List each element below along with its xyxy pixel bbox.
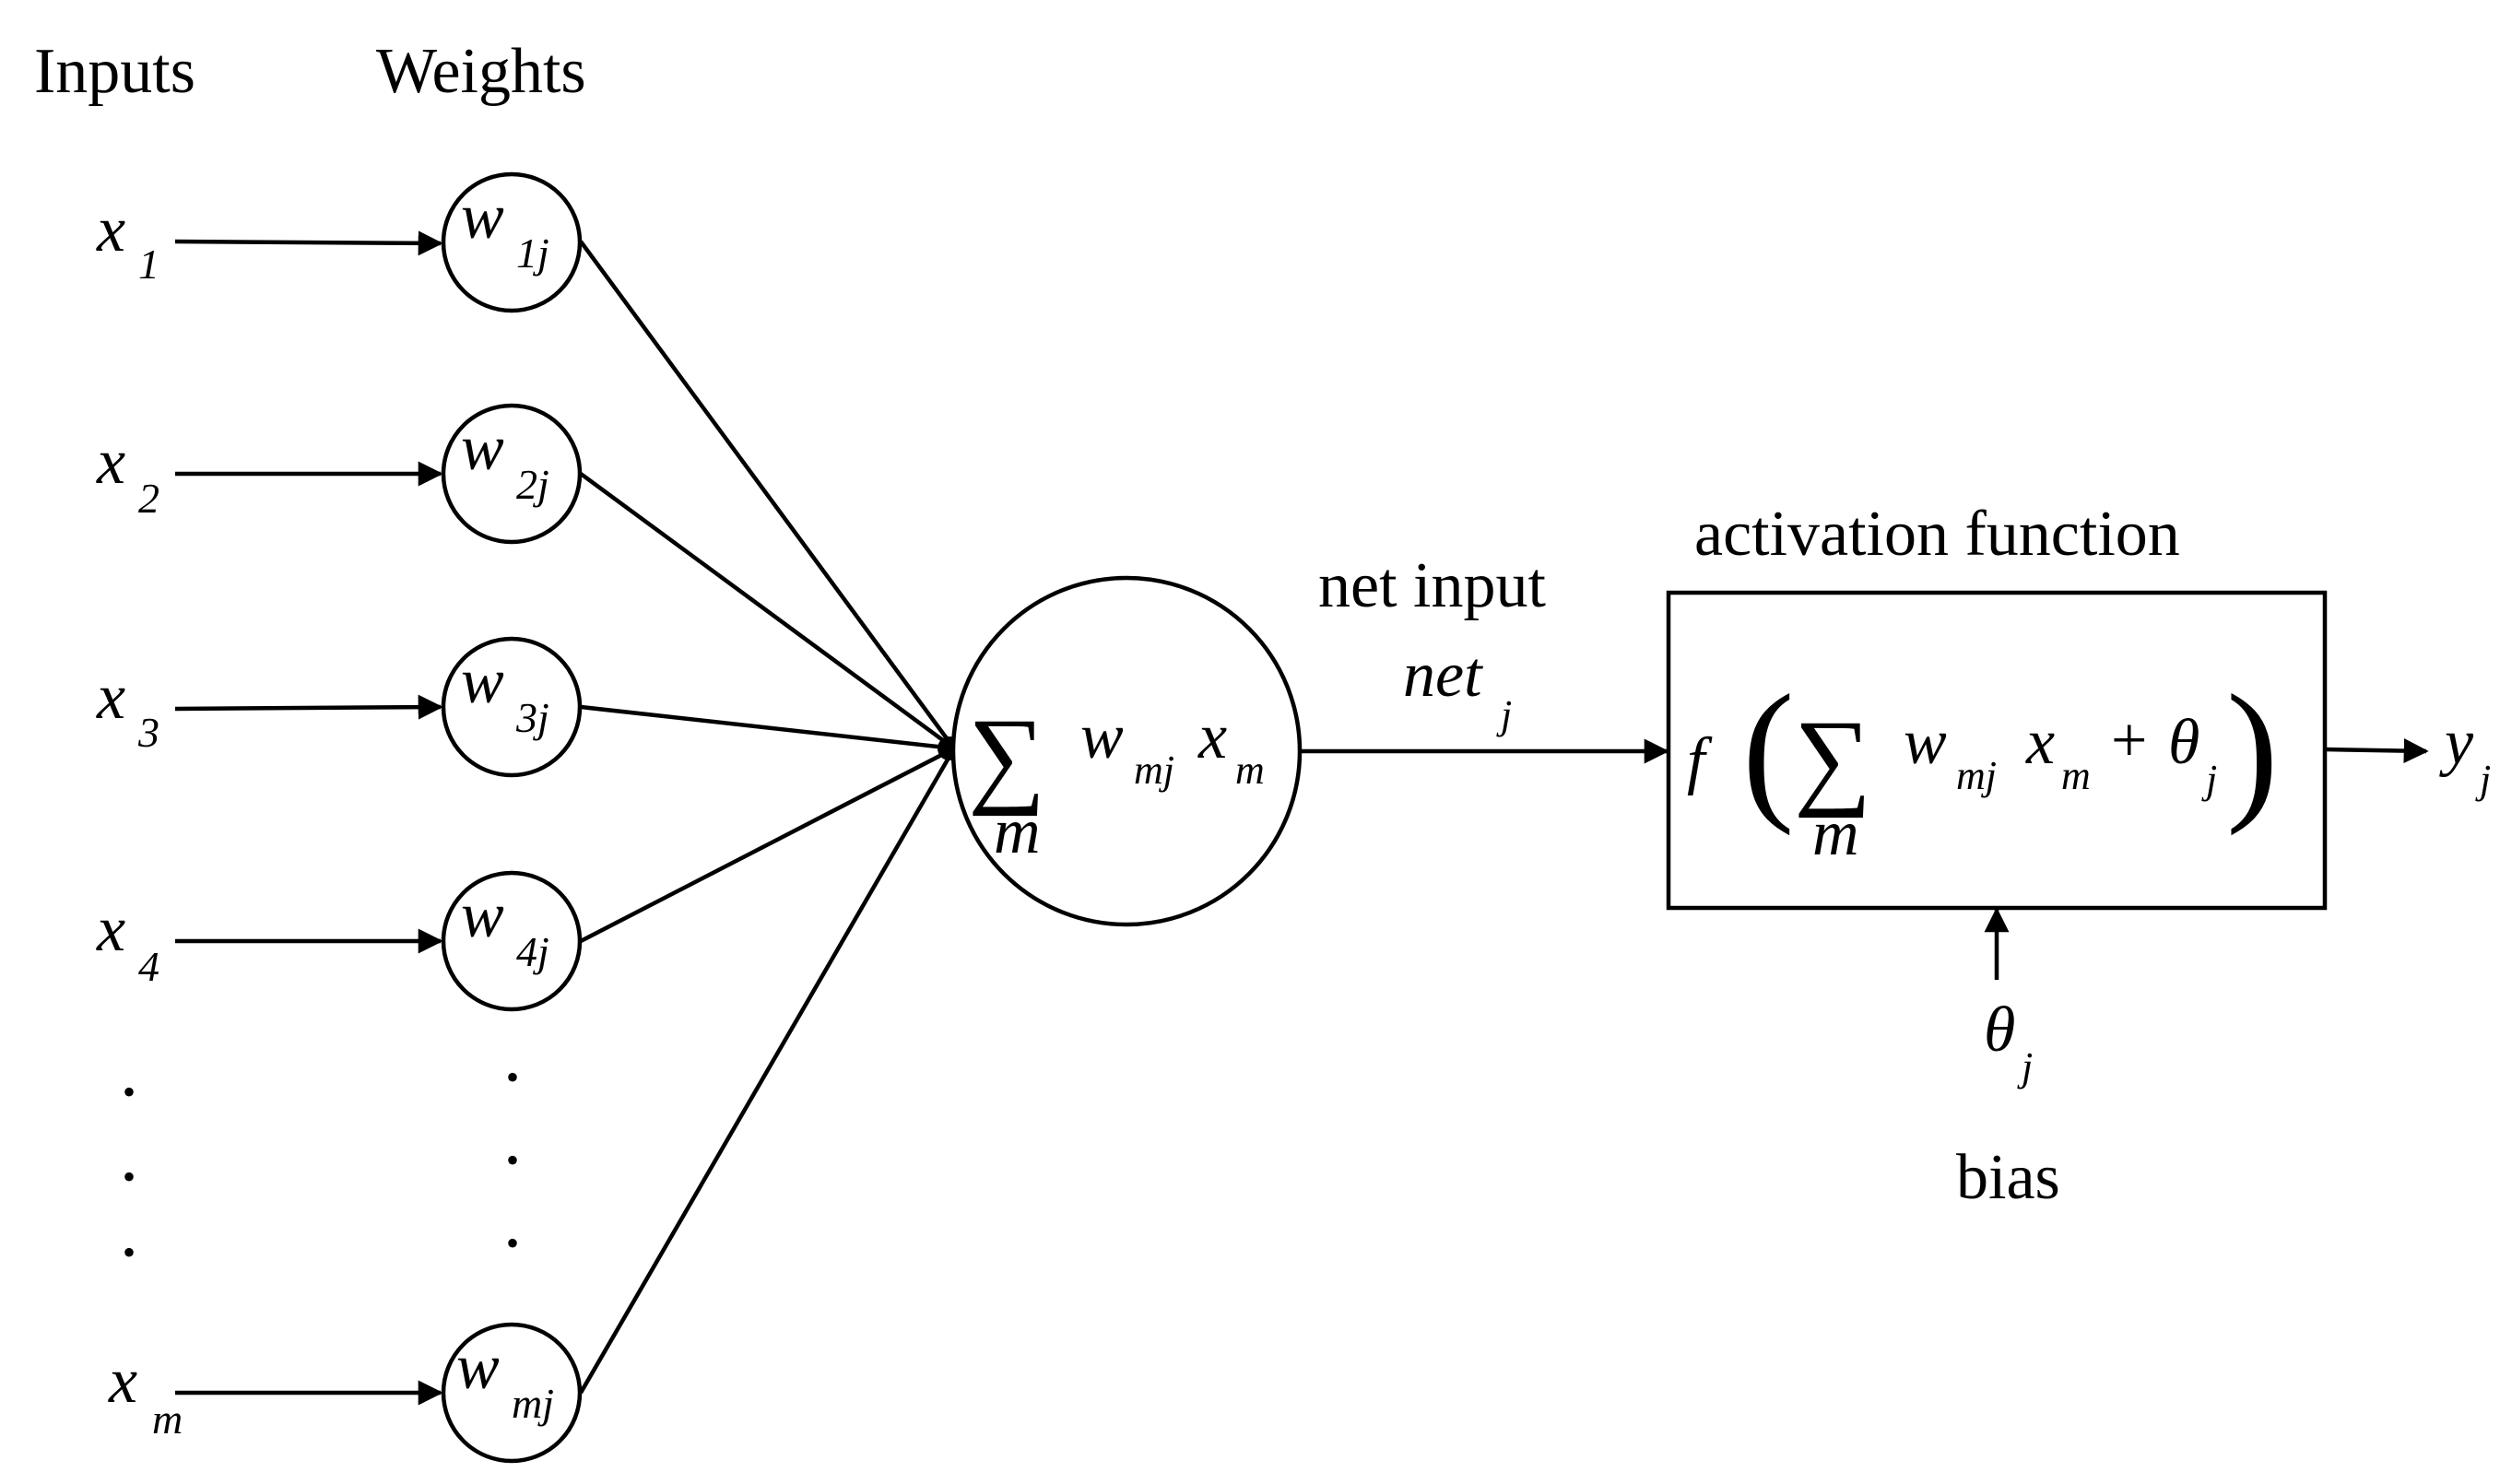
svg-text:y: y	[2439, 707, 2474, 778]
svg-text:): )	[2226, 663, 2279, 836]
svg-text:w: w	[1080, 701, 1124, 772]
svg-text:x: x	[2025, 707, 2055, 778]
svg-text:w: w	[1904, 707, 1947, 778]
bias-symbol: θ j	[1984, 995, 2033, 1089]
svg-text:j: j	[2201, 757, 2217, 802]
weight-line-3	[580, 704, 955, 751]
weight-line-2	[579, 472, 956, 750]
svg-text:2j: 2j	[516, 461, 549, 508]
input-arrow-1	[174, 230, 443, 256]
svg-text:j: j	[1496, 692, 1512, 737]
svg-text:θ: θ	[2168, 707, 2199, 778]
svg-text:x: x	[1197, 701, 1227, 772]
svg-text:w: w	[461, 182, 504, 253]
sum-sigma: ∑	[968, 696, 1045, 817]
svg-text:j: j	[2017, 1044, 2033, 1089]
weight-node-3j: w 3j	[441, 636, 583, 778]
svg-text:mj: mj	[512, 1380, 554, 1427]
weight-line-1	[579, 240, 956, 750]
weight-ellipsis-dot: •	[506, 1139, 519, 1181]
inputs-header: Inputs	[34, 36, 195, 107]
svg-text:θ: θ	[1984, 995, 2015, 1066]
svg-text:4j: 4j	[516, 928, 549, 975]
svg-text:w: w	[461, 646, 504, 717]
svg-text:3: 3	[137, 709, 159, 756]
weight-line-m	[579, 747, 956, 1395]
input-arrow-3	[174, 694, 443, 720]
activation-sigma: ∑	[1794, 698, 1871, 819]
input-xm: x m	[108, 1346, 183, 1443]
svg-text:mj: mj	[1134, 748, 1174, 793]
svg-text:x: x	[96, 894, 125, 965]
input-x3: x 3	[96, 662, 159, 756]
svg-text:m: m	[2061, 753, 2091, 798]
svg-text:net: net	[1403, 640, 1483, 711]
svg-text:mj: mj	[1956, 753, 1997, 798]
input-x1: x 1	[96, 194, 159, 288]
activation-formula: f ( ∑ m w mj x m + θ j )	[1687, 663, 2279, 869]
svg-text:w: w	[461, 880, 504, 951]
weight-node-4j: w 4j	[441, 870, 583, 1012]
output-yj: y j	[2439, 707, 2491, 802]
input-ellipsis-dot: •	[123, 1231, 136, 1273]
svg-text:w: w	[461, 413, 504, 484]
output-arrow	[2324, 738, 2429, 764]
weight-ellipsis-dot: •	[506, 1222, 519, 1264]
svg-text:x: x	[96, 662, 125, 733]
svg-text:3j: 3j	[515, 694, 549, 741]
svg-text:f: f	[1687, 725, 1713, 796]
input-ellipsis-dot: •	[123, 1156, 136, 1197]
svg-text:x: x	[108, 1346, 137, 1417]
svg-text:m: m	[152, 1396, 183, 1443]
svg-text:j: j	[2475, 757, 2491, 802]
weight-node-1j: w 1j	[441, 171, 583, 313]
input-ellipsis-dot: •	[123, 1071, 136, 1113]
input-x2: x 2	[96, 427, 159, 522]
weight-line-4	[579, 747, 956, 943]
input-x4: x 4	[96, 894, 159, 990]
svg-text:+: +	[2111, 705, 2147, 776]
activation-index: m	[1812, 798, 1859, 869]
summation-node: ∑ m w mj x m	[950, 575, 1303, 927]
net-input-symbol: net j	[1403, 640, 1512, 737]
svg-text:(: (	[1742, 663, 1795, 836]
svg-text:4: 4	[138, 943, 159, 990]
svg-text:x: x	[96, 427, 125, 498]
svg-text:2: 2	[138, 475, 159, 522]
activation-title: activation function	[1694, 499, 2180, 570]
weights-header: Weights	[376, 36, 586, 107]
svg-text:w: w	[456, 1332, 500, 1403]
net-input-label: net input	[1318, 550, 1546, 621]
svg-text:x: x	[96, 194, 125, 265]
weight-ellipsis-dot: •	[506, 1056, 519, 1098]
sum-index: m	[994, 796, 1041, 867]
svg-text:m: m	[1235, 748, 1265, 793]
svg-text:1j: 1j	[516, 230, 549, 277]
svg-text:1: 1	[138, 241, 159, 288]
weight-node-mj: w mj	[441, 1322, 583, 1464]
weight-node-2j: w 2j	[441, 403, 583, 545]
bias-label: bias	[1956, 1142, 2060, 1213]
